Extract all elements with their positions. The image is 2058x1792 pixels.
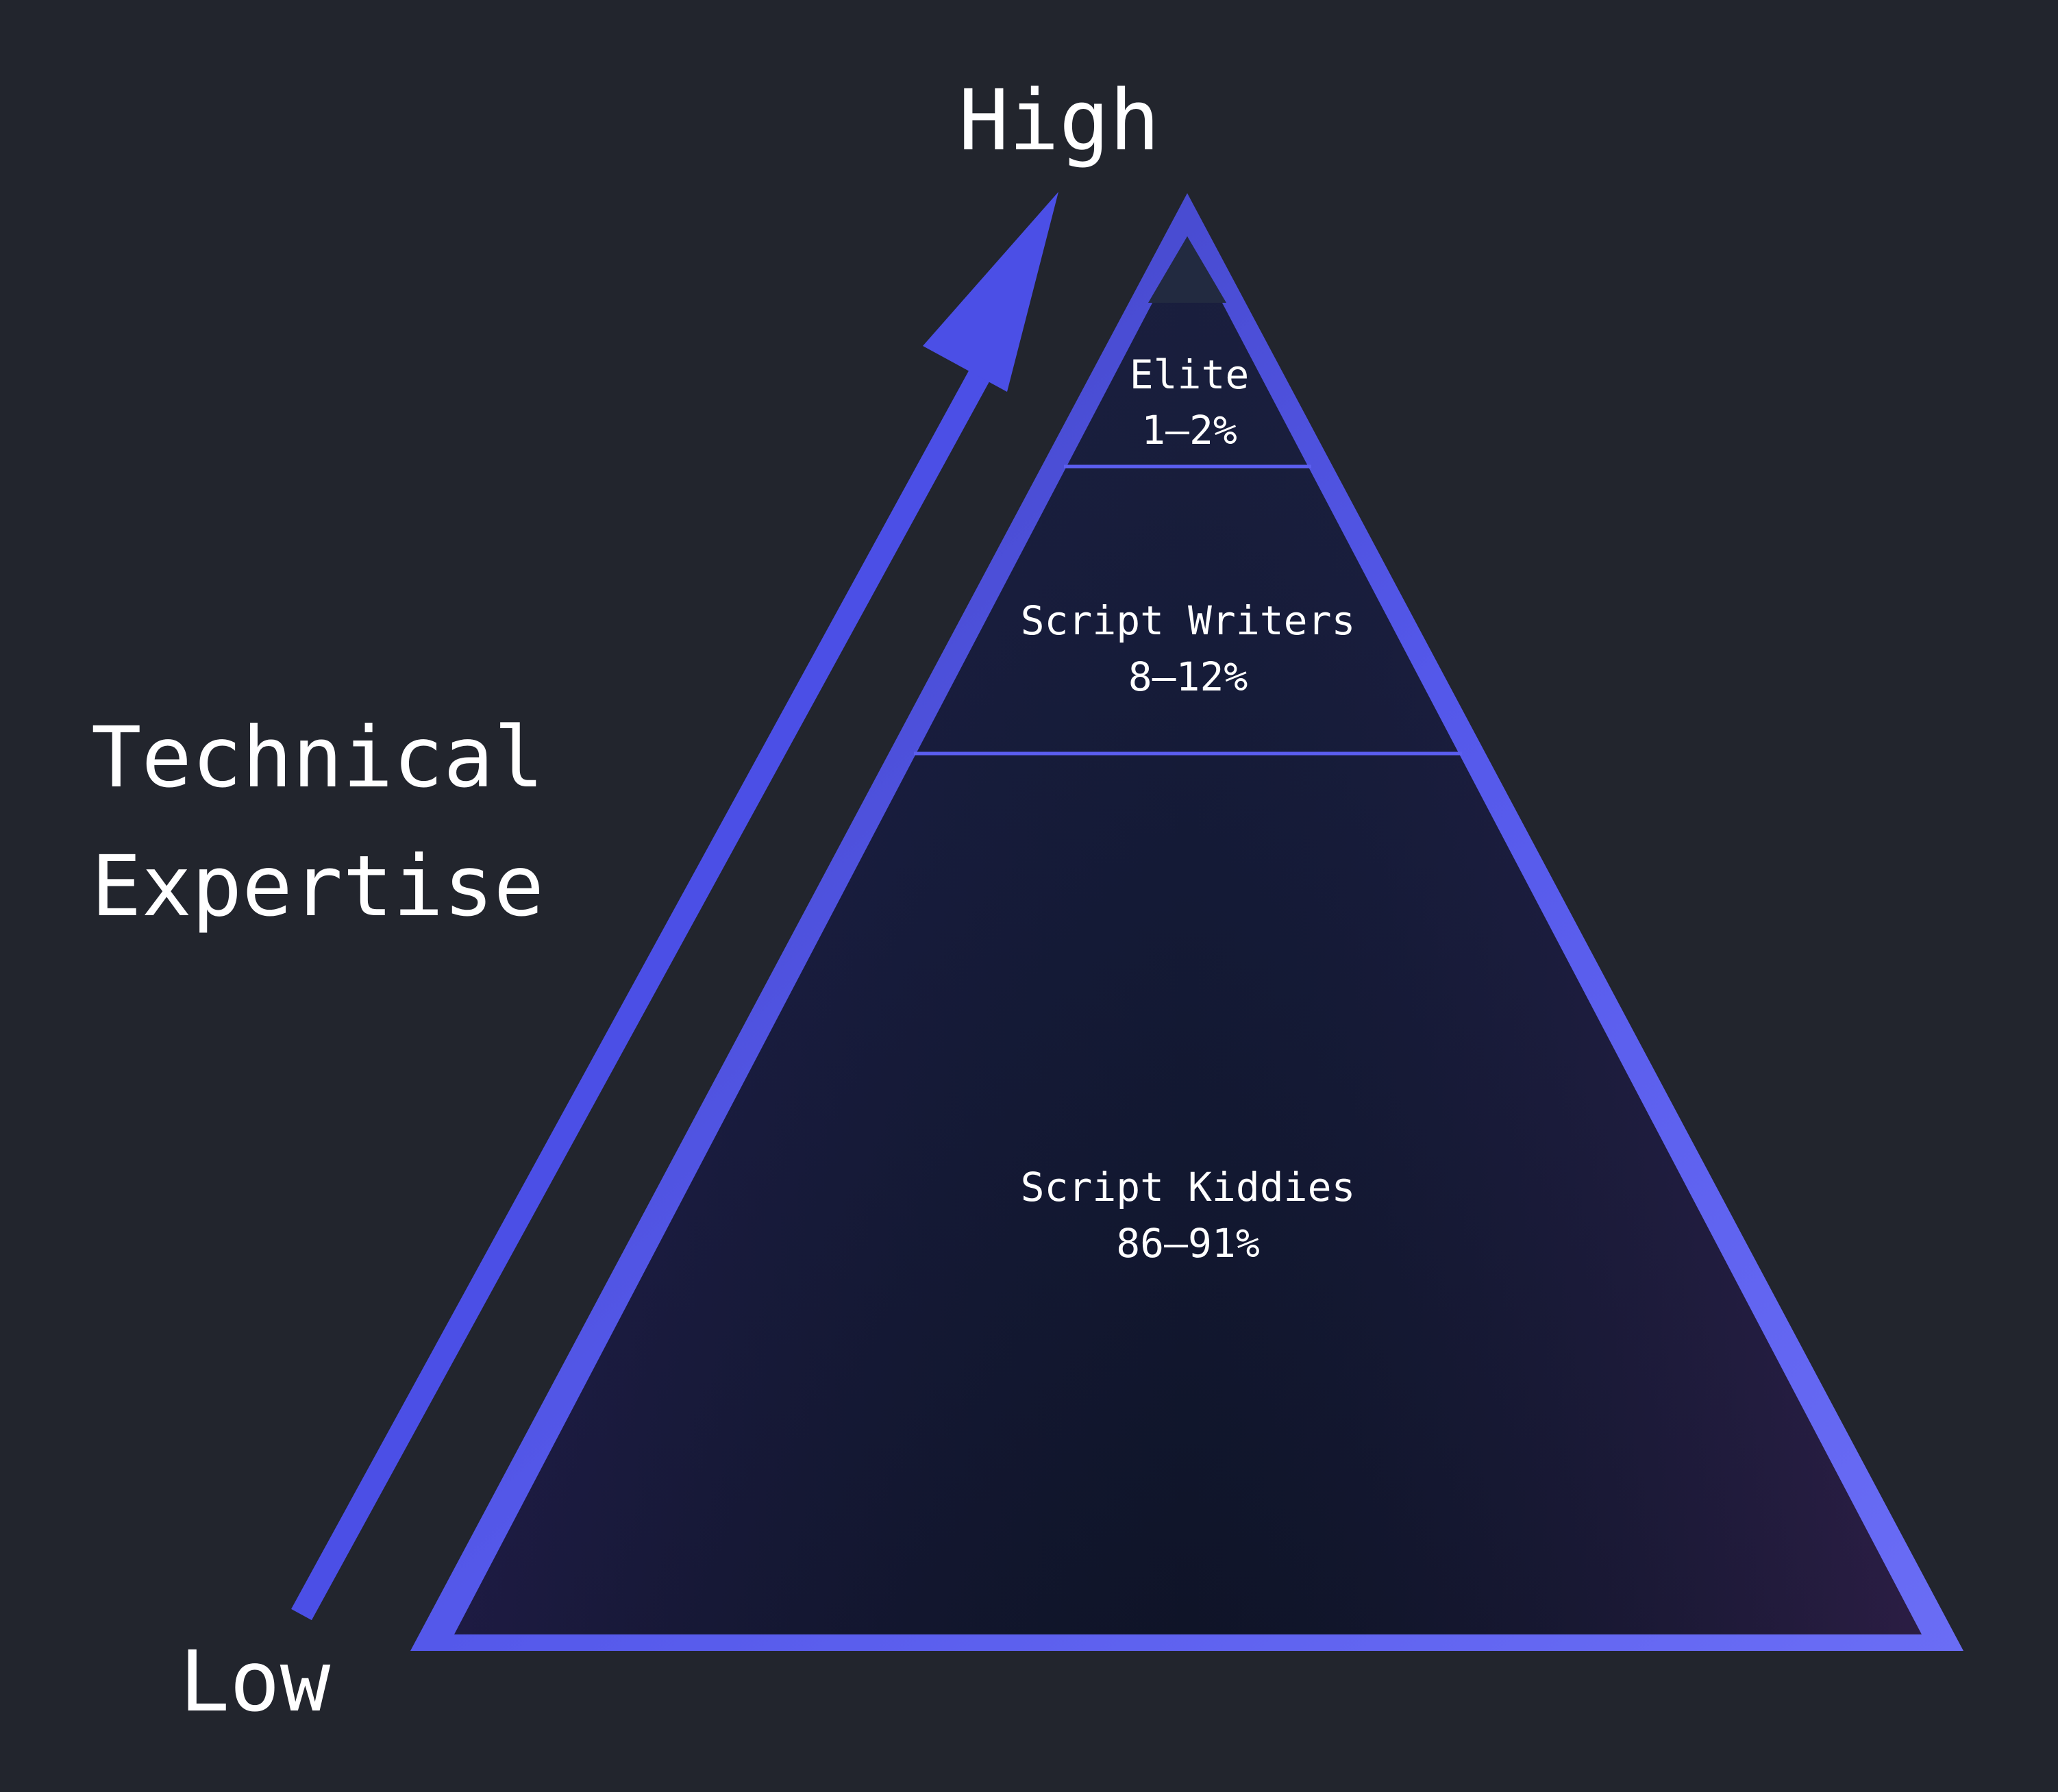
- axis-arrow-shaft: [291, 350, 1000, 1621]
- arrow-up-right-icon: [923, 192, 1058, 392]
- tier-name: Script Kiddies: [1021, 1164, 1356, 1210]
- pyramid-edge-glow: [454, 236, 1922, 1634]
- tier-share: 8–12%: [1128, 654, 1248, 700]
- tier-name: Script Writers: [1021, 597, 1356, 644]
- axis-high-label: High: [958, 72, 1160, 169]
- tier-share: 86–91%: [1116, 1220, 1260, 1267]
- pyramid: [410, 193, 1963, 1651]
- axis-low-label: Low: [179, 1633, 331, 1730]
- pyramid-apex: [1148, 236, 1226, 303]
- tier-share: 1–2%: [1141, 407, 1237, 453]
- tier-script-kiddies: Script Kiddies 86–91%: [1021, 1164, 1356, 1267]
- tier-name: Elite: [1130, 351, 1250, 398]
- axis-title-line1: Technical: [91, 709, 544, 806]
- expertise-axis-arrow: [291, 192, 1058, 1621]
- axis-title-line2: Expertise: [91, 838, 544, 935]
- tier-script-writers: Script Writers 8–12%: [1021, 597, 1356, 700]
- tier-elite: Elite 1–2%: [1130, 351, 1250, 453]
